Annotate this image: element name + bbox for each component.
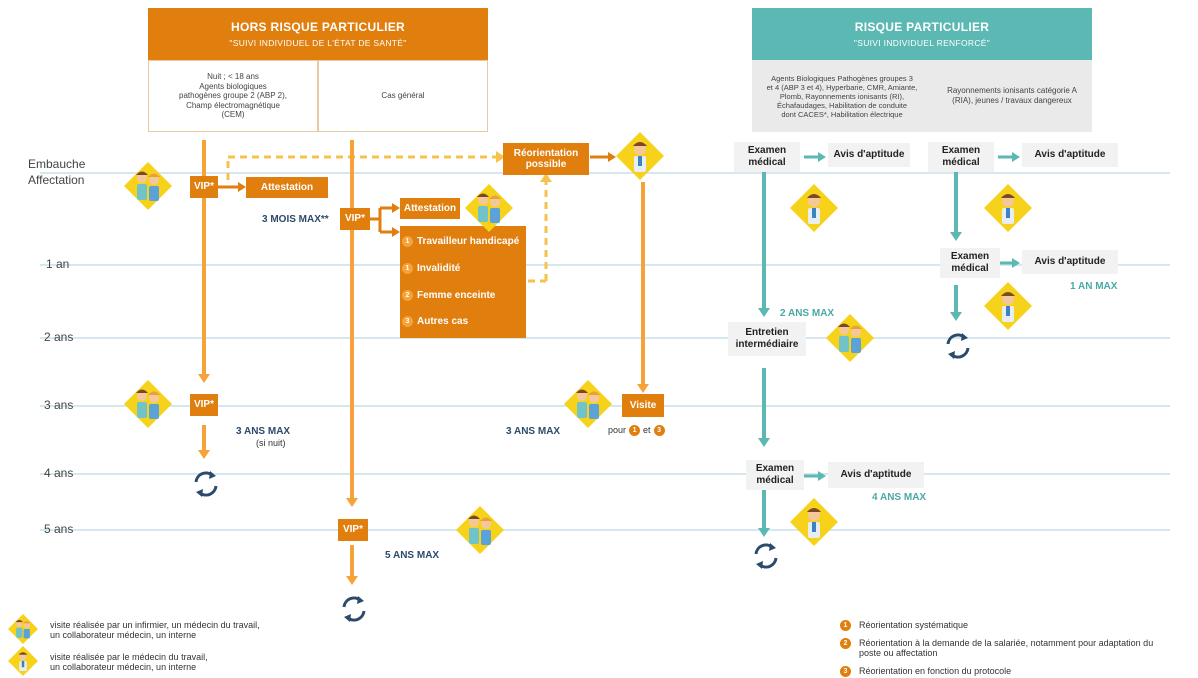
entretien-intermediaire: Entretien intermédiaire	[728, 322, 806, 356]
cycle-icon	[194, 470, 218, 499]
list-label: Invalidité	[417, 263, 461, 274]
num-3: 3	[653, 425, 665, 436]
left-cell-2: Cas général	[318, 60, 488, 132]
timeline-label-embauche: Embauche Affectation	[28, 157, 86, 187]
timeline-embauche	[40, 172, 1170, 174]
legend-reorientation-3: 3 Réorientation en fonction du protocole	[840, 666, 1011, 677]
list-item-femme: 2 Femme enceinte	[402, 290, 495, 301]
list-label: Autres cas	[417, 316, 469, 327]
timeline-label-3ans: 3 ans	[44, 398, 74, 412]
timeline-label-2ans: 2 ans	[44, 330, 74, 344]
cycle-icon	[754, 542, 778, 571]
legend-reorientation-1: 1 Réorientation systématique	[840, 620, 968, 631]
vip-embauche: VIP*	[190, 176, 218, 198]
list-num: 1	[402, 263, 413, 274]
ans-max-5-label: 5 ANS MAX	[385, 550, 440, 561]
avis-aptitude-1: Avis d'aptitude	[828, 143, 910, 167]
left-cell-1: Nuit ; < 18 ans Agents biologiques patho…	[148, 60, 318, 132]
right-cell-2: Rayonnements ionisants catégorie A (RIA)…	[932, 60, 1092, 132]
examen-medical-1: Examen médical	[734, 142, 800, 172]
right-header-title: RISQUE PARTICULIER	[854, 20, 990, 34]
mois-max-label: 3 MOIS MAX**	[262, 214, 329, 225]
list-item-travailleur: 1 Travailleur handicapé	[402, 236, 519, 247]
num-1: 1	[629, 425, 641, 436]
legend-label: Réorientation systématique	[859, 620, 969, 630]
cycle-icon	[946, 332, 970, 361]
avis-aptitude-4: Avis d'aptitude	[828, 462, 924, 488]
left-header-title: HORS RISQUE PARTICULIER	[230, 20, 406, 34]
attestation-2: Attestation	[400, 198, 460, 219]
legend-num: 1	[840, 620, 851, 631]
timeline-4ans	[40, 473, 1170, 475]
ans-max-3-label: 3 ANS MAX	[236, 426, 291, 437]
doctor-diamond-icon	[790, 184, 838, 232]
doctor-diamond-icon	[984, 282, 1032, 330]
legend-num: 3	[840, 666, 851, 677]
attestation-1: Attestation	[246, 177, 328, 198]
vip-5ans: VIP*	[338, 519, 368, 541]
team-diamond-icon	[8, 614, 38, 644]
team-diamond-icon	[465, 184, 513, 232]
timeline-1an	[40, 264, 1170, 266]
vip-3ans: VIP*	[190, 394, 218, 416]
ans-max-2-label: 2 ANS MAX	[780, 308, 835, 319]
right-cell-1: Agents Biologiques Pathogènes groupes 3 …	[752, 60, 932, 132]
orientation-list-box	[400, 226, 526, 338]
vip-3mois: VIP*	[340, 208, 370, 230]
ans-max-4-label: 4 ANS MAX	[872, 492, 927, 503]
cycle-icon	[342, 595, 366, 624]
timeline-label-4ans: 4 ans	[44, 466, 74, 480]
reorientation-box: Réorientation possible	[503, 143, 589, 175]
team-diamond-icon	[124, 380, 172, 428]
examen-medical-3: Examen médical	[940, 248, 1000, 278]
timeline-2ans	[40, 337, 1170, 339]
team-diamond-icon	[456, 506, 504, 554]
doctor-diamond-icon	[790, 498, 838, 546]
list-num: 1	[402, 236, 413, 247]
timeline-5ans	[40, 529, 1170, 531]
examen-medical-4: Examen médical	[746, 460, 804, 490]
timeline-label-1an: 1 an	[46, 257, 70, 271]
an-max-1-label: 1 AN MAX	[1070, 281, 1118, 292]
list-item-invalidite: 1 Invalidité	[402, 263, 460, 274]
avis-aptitude-3: Avis d'aptitude	[1022, 250, 1118, 274]
legend-label: Réorientation à la demande de la salarié…	[859, 638, 1154, 659]
team-diamond-icon	[826, 314, 874, 362]
team-diamond-icon	[564, 380, 612, 428]
right-header-subtitle: "SUIVI INDIVIDUEL RENFORCÉ"	[853, 38, 991, 48]
list-num: 2	[402, 290, 413, 301]
doctor-diamond-icon	[984, 184, 1032, 232]
list-item-autres: 3 Autres cas	[402, 316, 468, 327]
timeline-label-5ans: 5 ans	[44, 522, 74, 536]
et-text: et	[643, 425, 651, 436]
ans-max-3-visite-label: 3 ANS MAX	[506, 426, 561, 437]
si-nuit-label: (si nuit)	[256, 438, 286, 448]
examen-medical-2: Examen médical	[928, 142, 994, 172]
list-num: 3	[402, 316, 413, 327]
doctor-diamond-icon	[8, 646, 38, 676]
legend-team-text: visite réalisée par un infirmier, un méd…	[50, 620, 260, 641]
list-label: Travailleur handicapé	[417, 236, 520, 247]
legend-label: Réorientation en fonction du protocole	[859, 666, 1012, 676]
list-label: Femme enceinte	[417, 290, 496, 301]
legend-doctor-text: visite réalisée par le médecin du travai…	[50, 652, 208, 673]
legend-reorientation-2: 2 Réorientation à la demande de la salar…	[840, 638, 1153, 659]
left-header: HORS RISQUE PARTICULIER "SUIVI INDIVIDUE…	[148, 8, 488, 60]
doctor-diamond-icon	[616, 132, 664, 180]
team-diamond-icon	[124, 162, 172, 210]
avis-aptitude-2: Avis d'aptitude	[1022, 143, 1118, 167]
left-header-subtitle: "SUIVI INDIVIDUEL DE L'ÉTAT DE SANTÉ"	[229, 38, 407, 48]
visite-box: Visite	[622, 394, 664, 417]
pour-text: pour	[608, 425, 627, 436]
right-header: RISQUE PARTICULIER "SUIVI INDIVIDUEL REN…	[752, 8, 1092, 60]
legend-num: 2	[840, 638, 851, 649]
pour-label: pour 1 et 3	[608, 425, 665, 436]
